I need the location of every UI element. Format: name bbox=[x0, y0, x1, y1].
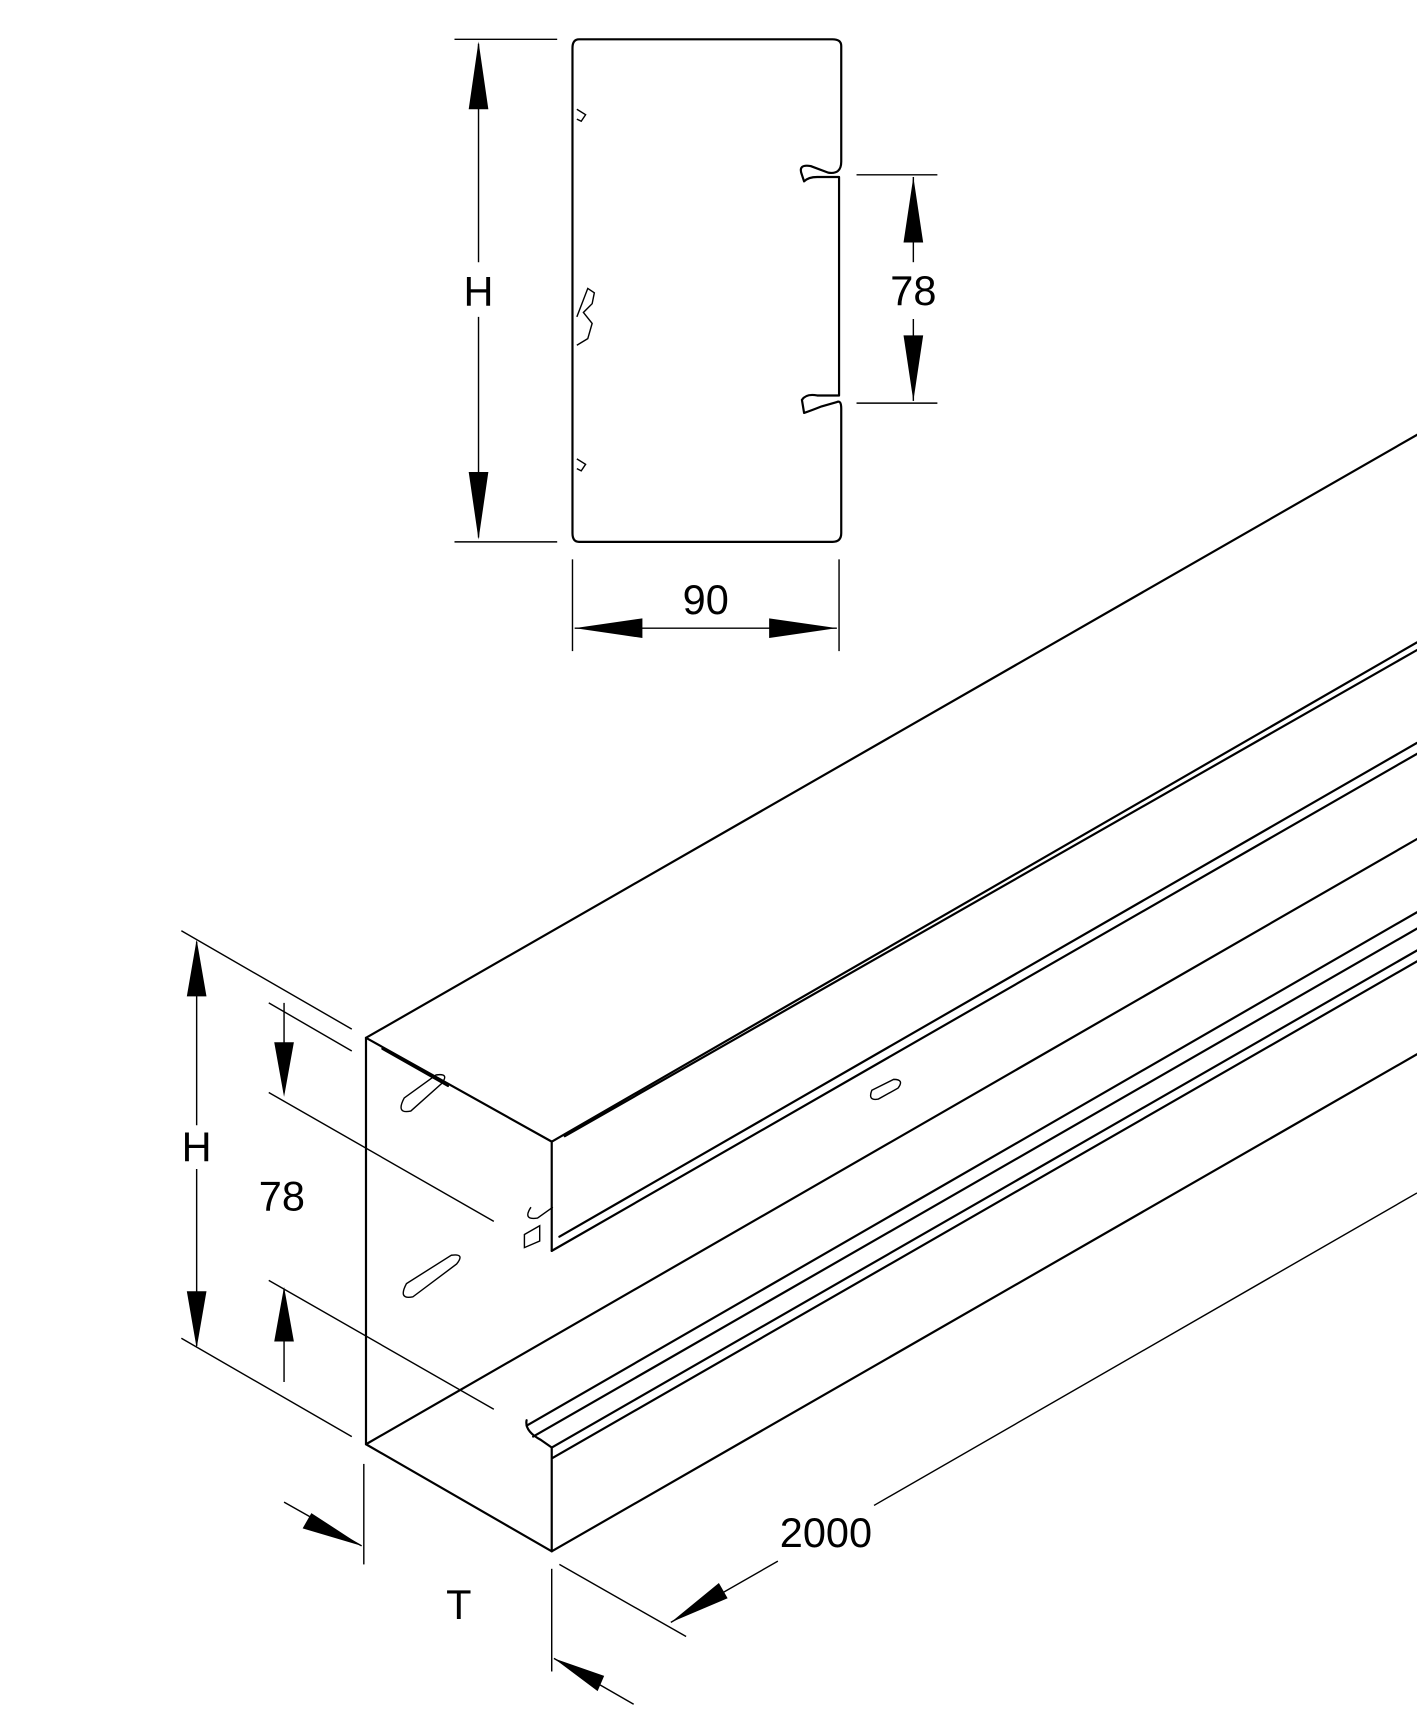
iso-view: H 78 2000 T bbox=[181, 433, 1417, 1705]
iso-depth-label: T bbox=[446, 1581, 471, 1628]
section-height-label: H bbox=[464, 268, 494, 315]
section-width-label: 90 bbox=[683, 576, 729, 623]
iso-slot-spacing-label: 78 bbox=[259, 1172, 305, 1219]
section-view: H 78 90 bbox=[454, 38, 938, 652]
iso-length-label: 2000 bbox=[780, 1509, 872, 1556]
iso-height-label: H bbox=[182, 1123, 212, 1170]
section-slot-spacing-label: 78 bbox=[890, 267, 936, 314]
